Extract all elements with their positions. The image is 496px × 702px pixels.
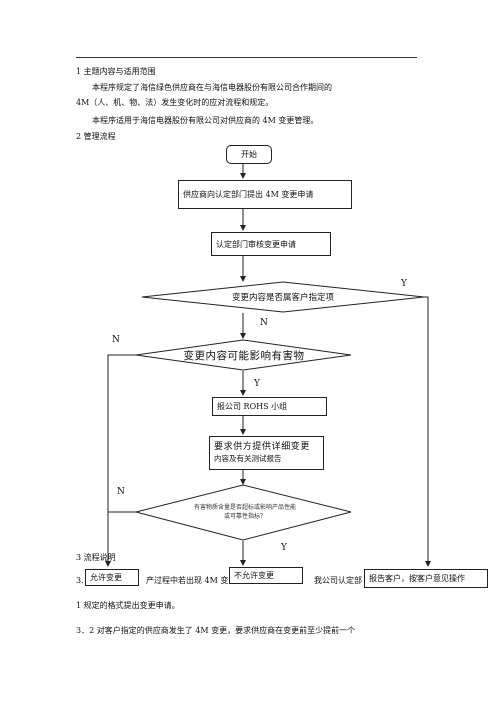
paragraph-2: 本程序适用于海信电器股份有限公司对供应商的 4M 变更管理。 (92, 116, 319, 125)
paragraph-3-1-mid: 产过程中若出现 4M 变 (146, 576, 229, 585)
paragraph-3-2: 3．2 对客户指定的供应商发生了 4M 变更，要求供应商在变更前至少提前一个 (76, 626, 356, 635)
flow-step-apply-label: 供应商向认定部门提出 4M 变更申请 (183, 190, 314, 199)
section1-title: 1 主题内容与适用范围 (76, 67, 156, 76)
flow-decision-content-line-1: 有害物质含量是否超标或影响产品性能 (193, 504, 296, 511)
section3-title: 3 流程说明 (76, 553, 116, 562)
paragraph-1-line-2: 4M（人、机、物、法）发生变化时的应对流程和规定。 (76, 98, 274, 107)
flow-end-deny: 不允许变更 (229, 567, 303, 584)
paragraph-3-1-start: 3. (76, 576, 84, 585)
branch-label-y-customer: Y (401, 279, 407, 289)
flow-step-details-line-1: 要求供方提供详细变更 (214, 442, 311, 452)
flow-start-label: 开始 (241, 150, 257, 159)
flow-step-details: 要求供方提供详细变更 内容及有关测试报告 (209, 436, 324, 470)
flow-step-rohs-label: 报公司 ROHS 小组 (217, 402, 288, 411)
header-rule (76, 57, 417, 58)
branch-label-y-content: Y (281, 543, 287, 553)
flow-decision-customer-label: 变更内容是否属客户指定项 (231, 293, 334, 303)
flow-step-review-label: 认定部门审核变更申请 (216, 239, 296, 249)
paragraph-3-1-end: 我公司认定部 (314, 576, 362, 585)
flow-decision-content-text: 有害物质含量是否超标或影响产品性能 或可靠性指标？ (170, 503, 320, 521)
section2-title: 2 管理流程 (76, 132, 116, 141)
flow-decision-content-line-2: 或可靠性指标？ (223, 513, 266, 520)
flow-end-customer: 报告客户，按客户意见操作 (364, 569, 488, 588)
flow-end-customer-label: 报告客户，按客户意见操作 (369, 574, 465, 583)
flow-decision-hazard-label: 变更内容可能影响有害物 (183, 350, 305, 362)
flow-end-allow: 允许变更 (85, 569, 139, 586)
flow-step-details-line-2: 内容及有关测试报告 (214, 454, 282, 463)
flow-step-apply: 供应商向认定部门提出 4M 变更申请 (178, 180, 352, 209)
branch-label-n-customer: N (260, 318, 268, 328)
flow-step-rohs: 报公司 ROHS 小组 (212, 397, 327, 416)
branch-label-y-hazard: Y (254, 379, 260, 389)
flow-step-review: 认定部门审核变更申请 (211, 232, 331, 256)
flow-start-node: 开始 (226, 145, 272, 164)
paragraph-1-line-1: 本程序规定了海信绿色供应商在与海信电器股份有限公司合作期间的 (92, 83, 332, 92)
flow-end-deny-label: 不允许变更 (234, 571, 274, 580)
branch-label-n-content: N (117, 487, 125, 497)
paragraph-3-1-line-2: 1 规定的格式提出变更申请。 (76, 601, 180, 610)
flow-end-allow-label: 允许变更 (90, 573, 122, 582)
branch-label-n-hazard: N (112, 335, 120, 345)
